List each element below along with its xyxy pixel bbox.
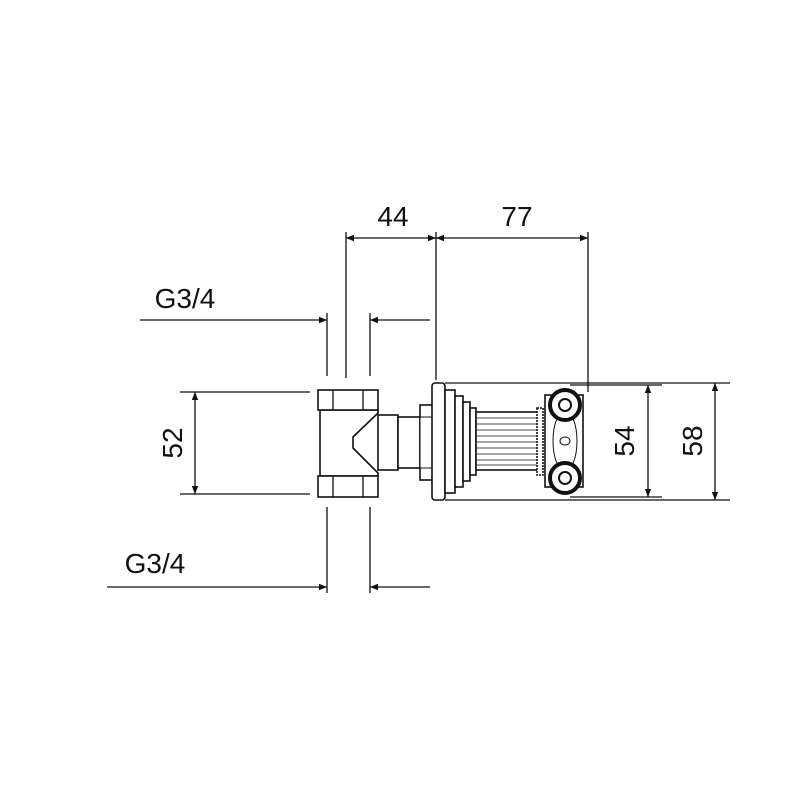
dimension-77: 77 [436,201,589,392]
dim-label-44: 44 [377,201,408,232]
dim-label-58: 58 [677,425,708,456]
dim-label-77: 77 [501,201,532,232]
valve-body [317,389,434,498]
dim-label-52: 52 [157,427,188,458]
thread-label-top: G3/4 [155,283,216,314]
dimension-52: 52 [157,391,310,495]
dimension-g34-top: G3/4 [140,283,430,376]
column-trim [431,382,584,501]
dim-label-54: 54 [609,425,640,456]
thread-label-bottom: G3/4 [125,548,186,579]
dimension-58: 58 [445,382,730,501]
dimension-54: 54 [570,384,662,498]
dimension-44: 44 [345,201,437,380]
dimension-g34-bottom: G3/4 [107,507,430,593]
